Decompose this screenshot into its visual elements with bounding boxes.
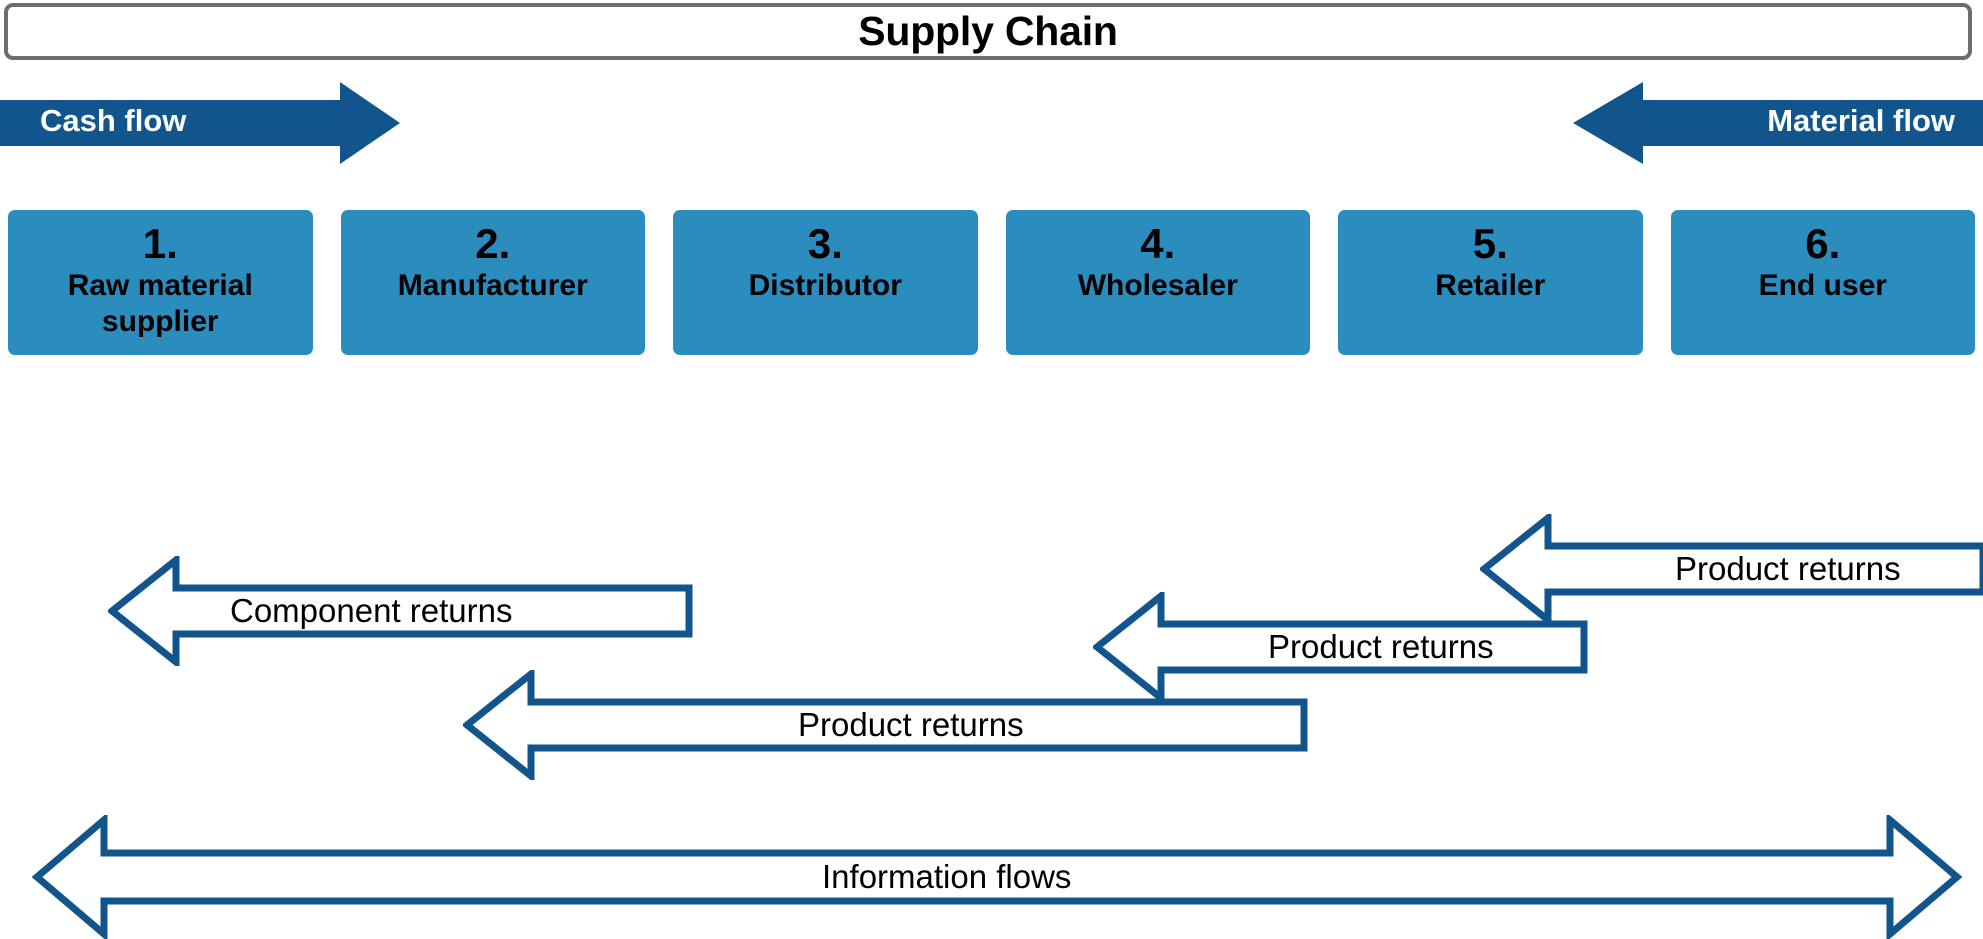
stage-label: Retailer	[1435, 269, 1546, 303]
information-flows-arrow: Information flows	[32, 815, 1962, 939]
stage-label: Distributor	[748, 269, 902, 303]
stage-label: Manufacturer	[397, 269, 588, 303]
component-returns-arrow-shape	[108, 556, 693, 666]
stage-label: Wholesaler	[1077, 269, 1238, 303]
product-returns-label-1: Product returns	[1675, 550, 1901, 587]
product-returns-arrow-1-shape	[1480, 514, 1983, 624]
product-returns-label-3: Product returns	[798, 706, 1024, 743]
product-returns-arrow-2-shape	[1093, 592, 1588, 702]
cash-flow-arrow-shape	[0, 82, 400, 164]
stage-label: Raw material supplier	[67, 269, 253, 338]
product-returns-label-2: Product returns	[1268, 628, 1494, 665]
material-flow-label: Material flow	[1767, 103, 1955, 138]
product-returns-arrow-2: Product returns	[1093, 592, 1588, 702]
diagram-title-bar: Supply Chain	[4, 3, 1972, 60]
cash-flow-arrow: Cash flow	[0, 82, 400, 164]
stage-number: 6.	[1805, 220, 1841, 267]
stage-number: 1.	[142, 220, 178, 267]
product-returns-arrow-3: Product returns	[463, 670, 1308, 780]
stage-box-manufacturer[interactable]: 2. Manufacturer	[340, 210, 645, 355]
component-returns-label: Component returns	[230, 592, 513, 629]
cash-flow-label: Cash flow	[40, 103, 187, 138]
stage-box-wholesaler[interactable]: 4. Wholesaler	[1005, 210, 1310, 355]
stage-box-end-user[interactable]: 6. End user	[1670, 210, 1975, 355]
information-flows-arrow-shape	[32, 815, 1962, 939]
information-flows-label: Information flows	[822, 858, 1072, 895]
product-returns-arrow-3-shape	[463, 670, 1308, 780]
stage-box-distributor[interactable]: 3. Distributor	[673, 210, 978, 355]
product-returns-arrow-1: Product returns	[1480, 514, 1983, 624]
supply-chain-stage-row: 1. Raw material supplier 2. Manufacturer…	[8, 210, 1975, 355]
stage-box-raw-material-supplier[interactable]: 1. Raw material supplier	[8, 210, 313, 355]
stage-box-retailer[interactable]: 5. Retailer	[1338, 210, 1643, 355]
page-title: Supply Chain	[858, 8, 1118, 54]
stage-number: 3.	[807, 220, 843, 267]
material-flow-arrow-shape	[1573, 82, 1983, 164]
stage-label: End user	[1758, 269, 1887, 303]
stage-number: 5.	[1472, 220, 1508, 267]
stage-number: 2.	[475, 220, 511, 267]
stage-number: 4.	[1140, 220, 1176, 267]
material-flow-arrow: Material flow	[1573, 82, 1983, 164]
component-returns-arrow: Component returns	[108, 556, 693, 666]
